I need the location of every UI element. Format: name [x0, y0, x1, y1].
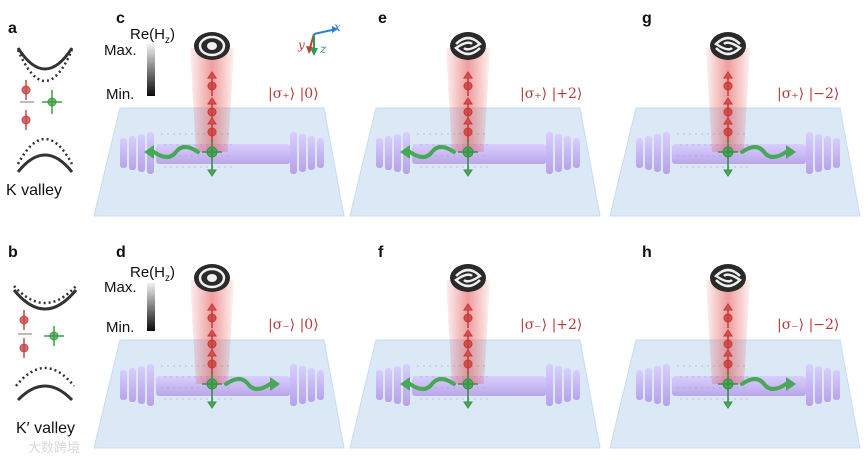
red-dipoles — [207, 71, 217, 142]
panel-label-h: h — [642, 244, 652, 261]
colorbar-min-bottom: Min. — [106, 319, 135, 336]
vortex-beam-icon — [710, 32, 746, 60]
state-label-h: |σ₋⟩ |−2⟩ — [777, 317, 840, 333]
panel-label-a: a — [8, 20, 17, 37]
grating-left — [636, 364, 670, 406]
axis-y-label: y — [298, 38, 305, 52]
emitter-dipole-icon — [718, 372, 738, 409]
state-label-c: |σ₊⟩ |0⟩ — [268, 86, 319, 102]
colorbar-title-bottom: Re(Hz) — [130, 264, 176, 284]
grating-right — [546, 132, 580, 174]
panel-label-d: d — [116, 244, 126, 261]
emitter-dipole-icon — [718, 140, 738, 177]
watermark: 大数跨境 — [28, 441, 81, 456]
state-label-f: |σ₋⟩ |+2⟩ — [520, 317, 583, 333]
emission-arrow-left — [400, 145, 456, 159]
band-diagram-k — [16, 47, 74, 173]
panel-label-g: g — [642, 10, 652, 27]
device-schematic-c — [93, 32, 345, 217]
grating-right — [290, 132, 324, 174]
grating-right — [290, 364, 324, 406]
colorbar-top — [147, 44, 155, 96]
emitter-dipole-icon — [458, 372, 478, 409]
red-dipoles — [723, 303, 733, 374]
grating-right — [546, 364, 580, 406]
vortex-beam-icon — [710, 264, 746, 292]
grating-right — [806, 364, 840, 406]
panel-label-f: f — [378, 244, 384, 261]
panel-label-e: e — [378, 10, 387, 27]
device-schematic-f — [349, 264, 601, 449]
axis-x-label: x — [334, 20, 341, 34]
emitter-dipole-icon — [458, 140, 478, 177]
vortex-beam-icon — [194, 32, 230, 60]
grating-right — [806, 132, 840, 174]
grating-left — [636, 132, 670, 174]
emitter-dipole-icon — [202, 372, 222, 409]
colorbar-title-top: Re(Hz) — [130, 26, 176, 46]
panel-label-c: c — [116, 10, 125, 27]
valley-label-k-prime: K′ valley — [16, 420, 76, 437]
vortex-beam-icon — [450, 264, 486, 292]
valley-label-k: K valley — [6, 182, 63, 199]
vortex-beam-icon — [194, 264, 230, 292]
state-label-d: |σ₋⟩ |0⟩ — [268, 317, 319, 333]
axes-triad — [306, 26, 338, 56]
vortex-beam-icon — [450, 32, 486, 60]
emission-arrow-right — [224, 377, 280, 391]
state-label-g: |σ₊⟩ |−2⟩ — [777, 86, 840, 102]
device-schematic-e — [349, 32, 601, 217]
red-dipoles — [463, 71, 473, 142]
grating-left — [120, 364, 154, 406]
colorbar-max-bottom: Max. — [104, 279, 137, 296]
device-schematic-h — [609, 264, 861, 449]
red-dipoles — [207, 303, 217, 374]
colorbar-min-top: Min. — [106, 86, 135, 103]
colorbar-bottom — [147, 283, 155, 331]
panel-label-b: b — [8, 244, 18, 261]
axis-z-label: z — [320, 42, 327, 56]
emitter-dipole-icon — [202, 140, 222, 177]
state-label-e: |σ₊⟩ |+2⟩ — [520, 86, 583, 102]
device-schematic-g — [609, 32, 861, 217]
emission-arrow-left — [144, 145, 200, 159]
emission-arrow-right — [740, 145, 796, 159]
red-dipoles — [723, 71, 733, 142]
emission-arrow-right — [740, 377, 796, 391]
band-diagram-k-prime — [12, 285, 78, 402]
red-dipoles — [463, 303, 473, 374]
device-schematic-d — [93, 264, 345, 449]
colorbar-max-top: Max. — [104, 42, 137, 59]
emission-arrow-left — [400, 377, 456, 391]
